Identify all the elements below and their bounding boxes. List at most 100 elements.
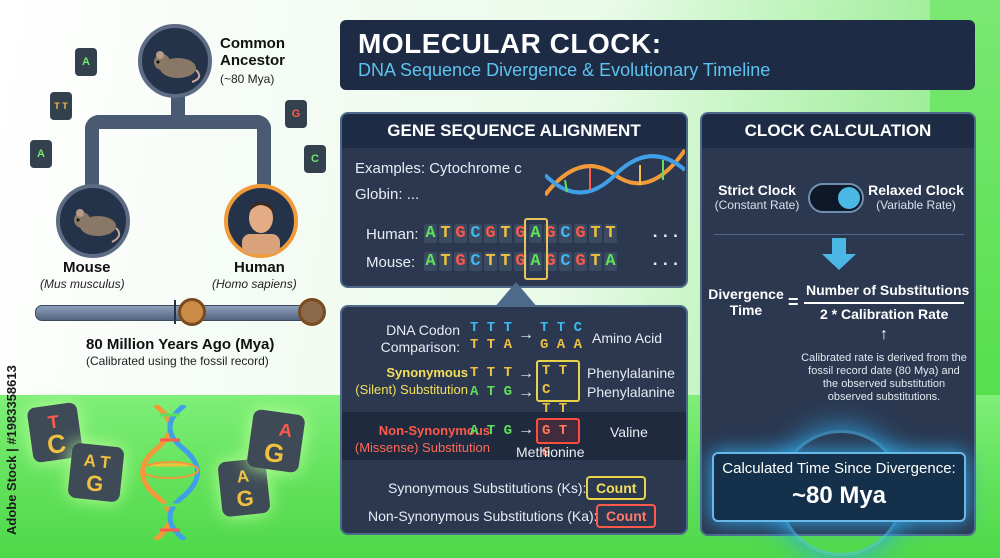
ks-count: Count: [586, 476, 647, 500]
formula-denominator: 2 * Calibration Rate: [820, 306, 949, 322]
codon-compare-left: T T T T T A: [470, 320, 512, 354]
toggle-knob: [838, 187, 860, 209]
mouse-seq-label: Mouse:: [366, 254, 416, 271]
timeline-sub: (Calibrated using the fossil record): [86, 354, 269, 368]
synonymous-highlight: T T C T T C: [536, 360, 580, 436]
ancestor-sub: (~80 Mya): [220, 72, 275, 86]
codon-comparison-label: DNA Codon Comparison:: [380, 322, 460, 356]
page-title: MOLECULAR CLOCK:: [358, 28, 662, 59]
human-seq-label: Human:: [366, 226, 419, 243]
synonymous-label: Synonymous (Silent) Substitution: [352, 364, 468, 398]
synonymous-aa-2: Phenylalanine: [587, 384, 675, 400]
nucleotide: C: [469, 224, 482, 243]
tile-letter: C: [45, 427, 68, 460]
tree-branch-right: [171, 115, 271, 129]
nucleotide: G: [574, 224, 587, 243]
relaxed-clock-sub: (Variable Rate): [876, 198, 956, 212]
fossil-icon: [178, 298, 206, 326]
alignment-heading: GENE SEQUENCE ALIGNMENT: [342, 114, 686, 148]
nucleotide: A: [424, 224, 437, 243]
codon-compare-left-bottom: T T A: [470, 337, 513, 353]
nucleotide: A: [424, 252, 437, 271]
difference-highlight: [524, 218, 548, 280]
nucleotide: G: [484, 224, 497, 243]
human-seq-ellipsis: ...: [650, 224, 681, 243]
arrow-icon: →: [518, 421, 534, 438]
human-portrait: [224, 184, 298, 258]
nucleotide: T: [439, 224, 452, 243]
arrow-icon: →: [518, 326, 534, 343]
nonsynonymous-label-line2: (Missense) Substitution: [354, 440, 490, 455]
divergence-line1: Divergence: [708, 286, 784, 302]
tile-letter: G: [85, 469, 105, 497]
tile-letter: G: [235, 484, 255, 512]
floating-base: A: [30, 140, 52, 168]
synonymous-right-1: T T C: [542, 363, 568, 398]
nucleotide: G: [454, 224, 467, 243]
nucleotide: C: [469, 252, 482, 271]
nonsyn-row-bg: [342, 412, 686, 460]
strict-clock-label: Strict Clock (Constant Rate): [712, 182, 802, 212]
strict-clock-title: Strict Clock: [718, 182, 796, 198]
ancestor-portrait: [138, 24, 212, 98]
floating-base: T T: [50, 92, 72, 120]
codon-comparison-line2: Comparison:: [380, 339, 460, 355]
rodent-icon: [154, 51, 201, 83]
fraction-bar: [804, 302, 964, 304]
synonymous-label-line1: Synonymous: [386, 365, 468, 380]
page-subtitle: DNA Sequence Divergence & Evolutionary T…: [358, 60, 771, 80]
timeline-tick: [174, 300, 176, 324]
mouse-label: Mouse: [63, 259, 111, 276]
callout-pointer: [494, 282, 538, 308]
floating-base: C: [304, 145, 326, 173]
nucleotide: T: [604, 224, 617, 243]
formula-numerator: Number of Substitutions: [806, 282, 970, 298]
floating-base: A: [75, 48, 97, 76]
down-arrow-icon: [822, 238, 856, 275]
nucleotide: G: [454, 252, 467, 271]
equals-sign: =: [788, 292, 799, 312]
ka-label: Non-Synonymous Substitutions (Ka):: [368, 508, 598, 524]
synonymous-label-line2: (Silent) Substitution: [355, 382, 468, 397]
synonymous-aa-1: Phenylalanine: [587, 365, 675, 381]
nucleotide: G: [574, 252, 587, 271]
synonymous-left-2: A T G: [470, 384, 513, 400]
alignment-examples-2: Globin: ...: [355, 186, 420, 203]
alignment-examples-1: Examples: Cytochrome c: [355, 160, 522, 177]
tree-branch-left-down: [85, 115, 99, 187]
phylogenetic-tree: Common Ancestor (~80 Mya) Mouse (Mus mus…: [0, 0, 330, 300]
mouse-icon: [74, 209, 121, 243]
tree-branch-left: [85, 115, 185, 129]
nucleotide: G: [514, 252, 527, 271]
nucleotide: A: [529, 224, 542, 243]
nonsynonymous-label: Non-Synonymous (Missense) Substitution: [345, 422, 490, 456]
divergence-line2: Time: [729, 302, 763, 318]
nucleotide: T: [499, 224, 512, 243]
nucleotide: A: [604, 252, 617, 271]
arrow-icon: →→: [518, 365, 534, 401]
dna-helix-icon: [543, 140, 687, 210]
relaxed-clock-title: Relaxed Clock: [868, 182, 964, 198]
synonymous-left-1: T T T: [470, 365, 513, 381]
nucleotide: T: [589, 252, 602, 271]
letter-tile: A T G: [67, 442, 125, 503]
up-arrow-icon: ↑: [880, 326, 888, 343]
nucleotide: T: [499, 252, 512, 271]
nonsyn-highlight: G T G: [536, 418, 580, 461]
mouse-sub: (Mus musculus): [40, 277, 125, 291]
result-label: Calculated Time Since Divergence:: [722, 460, 956, 477]
codon-compare-right-bottom: G A A: [540, 337, 583, 353]
mouse-seq-ellipsis: ...: [650, 252, 681, 271]
clock-mode-toggle[interactable]: [808, 183, 864, 213]
timeline-label: 80 Million Years Ago (Mya): [86, 336, 275, 353]
human-label: Human: [234, 259, 285, 276]
nucleotide: C: [559, 252, 572, 271]
nonsyn-aa-right: Valine: [610, 424, 648, 440]
nonsyn-left-codon: A T G: [470, 423, 513, 439]
codon-compare-right: T T C G A A: [540, 320, 582, 354]
nucleotide: T: [589, 224, 602, 243]
synonymous-left-codons: T T T A T G: [470, 364, 512, 402]
human-sub: (Homo sapiens): [212, 277, 297, 291]
